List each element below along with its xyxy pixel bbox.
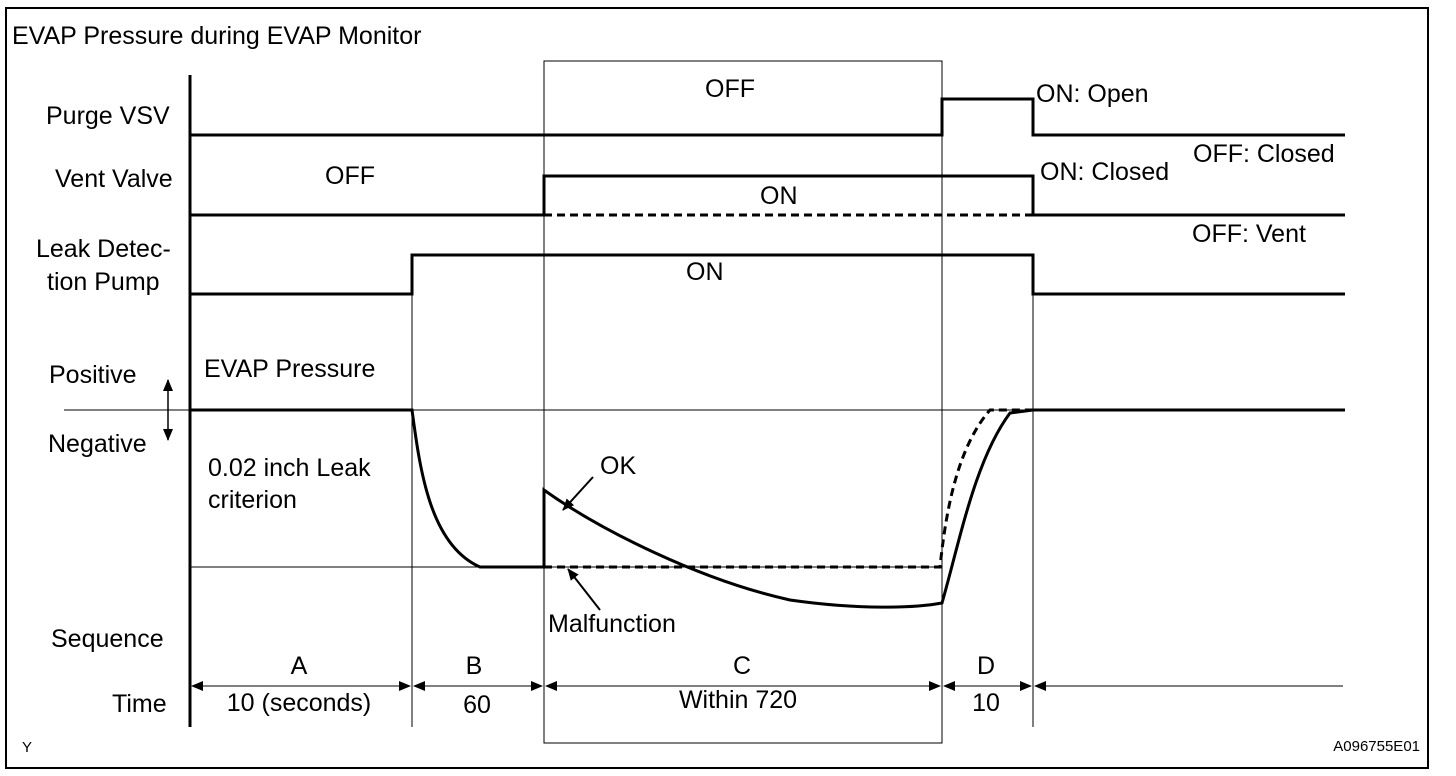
malfunction-arrow xyxy=(567,568,601,611)
phase-b-name: B xyxy=(466,652,483,680)
leak-pump-signal xyxy=(190,253,1345,296)
diagram-title: EVAP Pressure during EVAP Monitor xyxy=(12,22,421,50)
leak-pump-on-label: ON xyxy=(686,258,724,286)
footer-left-mark: Y xyxy=(22,739,32,756)
phase-c-box xyxy=(543,60,943,744)
phase-c-time: Within 720 xyxy=(679,686,797,714)
purge-vsv-on-open-label: ON: Open xyxy=(1036,80,1149,108)
ok-arrow xyxy=(562,476,594,511)
evap-pressure-label: EVAP Pressure xyxy=(204,355,375,383)
figure-id: A096755E01 xyxy=(1333,738,1420,755)
vent-valve-off-label: OFF xyxy=(325,162,375,190)
ok-label: OK xyxy=(600,452,636,480)
vent-valve-on-closed-label: ON: Closed xyxy=(1040,158,1169,186)
phase-a-name: A xyxy=(291,652,308,680)
outer-frame xyxy=(5,7,1429,769)
phase-a-time: 10 (seconds) xyxy=(227,689,372,717)
vent-valve-label: Vent Valve xyxy=(55,165,173,193)
positive-label: Positive xyxy=(49,361,137,389)
evap-pressure-malfunction-curve xyxy=(544,408,1033,569)
purge-vsv-off-label: OFF xyxy=(705,75,755,103)
sequence-label: Sequence xyxy=(51,625,164,653)
purge-vsv-signal xyxy=(190,97,1345,137)
evap-pressure-ok-curve xyxy=(190,408,1345,609)
vent-valve-signal xyxy=(190,174,1345,217)
purge-vsv-off-closed-label: OFF: Closed xyxy=(1193,140,1335,168)
negative-label: Negative xyxy=(48,430,147,458)
malfunction-label: Malfunction xyxy=(548,610,676,638)
leak-pump-label-line2: tion Pump xyxy=(47,268,160,296)
time-label: Time xyxy=(112,690,167,718)
leak-pump-label-line1: Leak Detec- xyxy=(36,235,171,263)
phase-d-time: 10 xyxy=(972,689,1000,717)
leak-criterion-label-line1: 0.02 inch Leak xyxy=(208,454,371,482)
leak-criterion-label-line2: criterion xyxy=(208,486,297,514)
phase-d-name: D xyxy=(977,652,995,680)
vent-valve-on-label: ON xyxy=(760,182,798,210)
phase-c-name: C xyxy=(733,652,751,680)
vent-valve-off-vent-label: OFF: Vent xyxy=(1192,220,1306,248)
purge-vsv-label: Purge VSV xyxy=(46,102,170,130)
phase-b-time: 60 xyxy=(463,691,491,719)
